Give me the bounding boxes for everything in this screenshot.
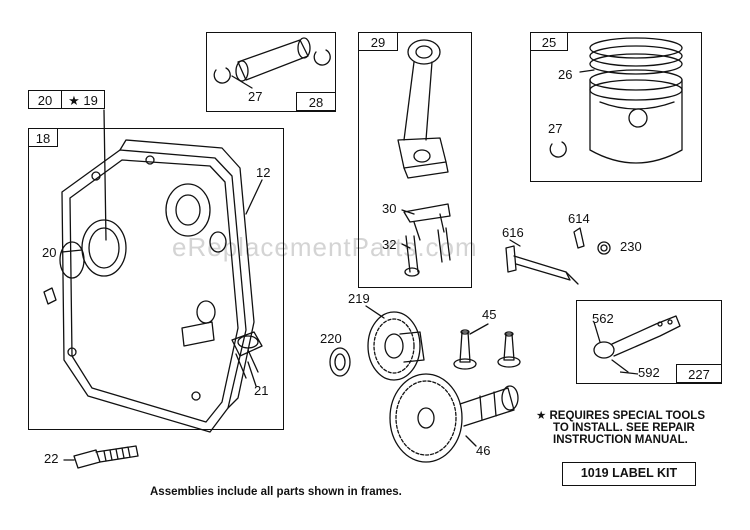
callout-20: 20 [42, 245, 57, 260]
callout-616: 616 [502, 225, 524, 240]
label-kit-box: 1019 LABEL KIT [562, 462, 696, 486]
special-tools-note-line1: ★ REQUIRES SPECIAL TOOLS [536, 410, 705, 422]
crankcase-cover-drawing [43, 139, 263, 433]
governor-crank-drawing [593, 315, 681, 373]
assemblies-footer-note: Assemblies include all parts shown in fr… [150, 486, 402, 498]
connecting-rod-frame [358, 32, 472, 288]
callout-30: 30 [382, 201, 397, 216]
leader-592 [620, 371, 639, 375]
piston-pin-frame [206, 32, 336, 112]
piston-pin-drawing [213, 37, 331, 89]
leader-12 [245, 179, 263, 215]
leader-19 [103, 109, 107, 241]
callout-22: 22 [44, 451, 59, 466]
callout-27-piston-clip: 27 [548, 121, 563, 136]
callout-614: 614 [568, 211, 590, 226]
callout-27-pin-clip: 27 [248, 89, 263, 104]
watermark: eReplacementParts.com [172, 232, 478, 262]
callout-26: 26 [558, 67, 573, 82]
tappets-drawing [453, 323, 521, 370]
ref-box-18: 18 [28, 128, 58, 147]
ref-box-20: 20 [28, 90, 62, 109]
piston-drawing [549, 37, 683, 164]
special-tools-note-line3: INSTRUCTION MANUAL. [553, 434, 688, 446]
ref-box-28: 28 [296, 92, 336, 111]
callout-562: 562 [592, 311, 614, 326]
callout-220: 220 [320, 331, 342, 346]
camshaft-drawing [389, 373, 519, 463]
connecting-rod-drawing [397, 39, 451, 277]
bolt-22-drawing [63, 445, 139, 469]
ref-box-227: 227 [676, 364, 722, 383]
callout-592: 592 [638, 365, 660, 380]
special-tools-note-line2: TO INSTALL. SEE REPAIR [553, 422, 695, 434]
leader-21 [247, 361, 257, 387]
callout-46: 46 [476, 443, 491, 458]
piston-frame [530, 32, 702, 182]
callout-12: 12 [256, 165, 271, 180]
governor-crank-frame [576, 300, 722, 384]
callout-230: 230 [620, 239, 642, 254]
leader-20 [61, 249, 83, 253]
ref-box-29: 29 [358, 32, 398, 51]
callout-32: 32 [382, 237, 397, 252]
ref-box-25: 25 [530, 32, 568, 51]
crankcase-cover-frame [28, 128, 284, 430]
callout-45: 45 [482, 307, 497, 322]
callout-21: 21 [254, 383, 269, 398]
governor-shaft-drawing [505, 227, 611, 285]
callout-219: 219 [348, 291, 370, 306]
governor-gear-drawing [329, 305, 425, 381]
ref-box-star-19: ★ 19 [61, 90, 105, 109]
